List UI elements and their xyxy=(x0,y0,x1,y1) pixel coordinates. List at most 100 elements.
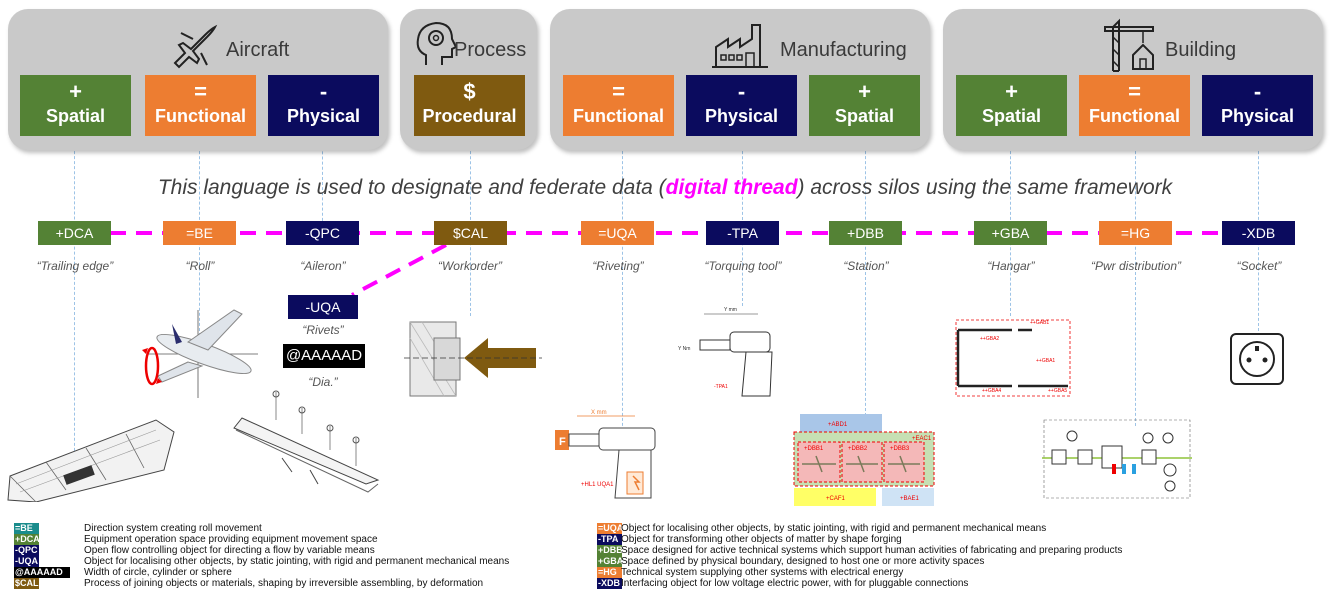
power-distribution-illustration xyxy=(1042,419,1192,499)
code-box: =UQA xyxy=(581,221,654,245)
legend-code: =HG xyxy=(597,567,622,578)
code-caption: “Rivets” xyxy=(302,323,344,337)
area-label: +DBB1 xyxy=(804,446,824,452)
tile-symbol: $ xyxy=(463,79,476,104)
tile-physical: -Physical xyxy=(686,75,797,136)
legend-description: Space designed for active technical syst… xyxy=(621,545,1123,556)
tile-spatial: +Spatial xyxy=(20,75,131,136)
tile-label: Physical xyxy=(286,106,361,126)
legend-description: Interfacing object for low voltage elect… xyxy=(621,578,969,589)
area-label: +BAE1 xyxy=(900,496,920,502)
area-label: +EAC1 xyxy=(912,436,932,442)
tile-physical: -Physical xyxy=(268,75,379,136)
legend-code: -XDB xyxy=(597,578,622,589)
guide-line xyxy=(322,136,323,226)
code-caption: “Roll” xyxy=(185,259,215,273)
tile-procedural: $Procedural xyxy=(414,75,525,136)
code-box: $CAL xyxy=(434,221,507,245)
legend-code: -UQA xyxy=(14,556,39,567)
panel-title: Process xyxy=(454,39,527,61)
aileron-illustration xyxy=(233,390,380,493)
dimension-label: Y Nm xyxy=(678,346,690,352)
legend-code: -TPA xyxy=(597,534,622,545)
guide-line xyxy=(865,136,866,416)
crane-icon xyxy=(1104,18,1154,72)
panel-title: Manufacturing xyxy=(780,39,907,61)
tile-functional: =Functional xyxy=(563,75,674,136)
legend-description: Width of circle, cylinder or sphere xyxy=(84,567,232,578)
code-caption: “Dia.” xyxy=(308,375,338,389)
tile-functional: =Functional xyxy=(1079,75,1190,136)
code-box: +GBA xyxy=(974,221,1047,245)
legend-description: Equipment operation space providing equi… xyxy=(84,534,378,545)
tile-spatial: +Spatial xyxy=(956,75,1067,136)
area-label: ++GBA4 xyxy=(982,388,1001,394)
tile-label: Procedural xyxy=(422,106,517,126)
tagline-highlight: digital thread xyxy=(665,176,798,199)
legend-description: Object for localising other objects, by … xyxy=(621,523,1047,534)
legend-description: Process of joining objects or materials,… xyxy=(84,578,484,589)
tile-symbol: + xyxy=(858,79,871,104)
tile-spatial: +Spatial xyxy=(809,75,920,136)
torquing-tool-illustration: Y mm Y Nm -TPA1 xyxy=(678,307,773,397)
socket-icon xyxy=(1230,333,1284,385)
factory-icon xyxy=(712,24,768,68)
code-caption: “Socket” xyxy=(1236,259,1282,273)
riveting-tool-illustration: X mm F +HL1 UQA1 xyxy=(555,410,656,499)
dimension-label: Y mm xyxy=(724,307,737,313)
tile-symbol: - xyxy=(1253,79,1262,104)
code-box: +DBB xyxy=(829,221,902,245)
tool-id-label: +HL1 UQA1 xyxy=(581,482,614,488)
area-label: ++GAB1 xyxy=(1030,320,1049,326)
legend-description: Space defined by physical boundary, desi… xyxy=(621,556,985,567)
legend-code: $CAL xyxy=(14,578,39,589)
code-box: -UQA xyxy=(288,295,358,319)
code-box: =BE xyxy=(163,221,236,245)
tagline-text: This language is used to designate and f… xyxy=(157,176,666,199)
code-box: +DCA xyxy=(38,221,111,245)
area-label: +CAF1 xyxy=(826,496,846,502)
tile-label: Physical xyxy=(1220,106,1295,126)
area-label: ++GBA1 xyxy=(1036,358,1055,364)
guide-line xyxy=(622,136,623,436)
panel-title: Building xyxy=(1165,39,1237,61)
code-box: =HG xyxy=(1099,221,1172,245)
code-caption: “Station” xyxy=(843,259,889,273)
code-box: -QPC xyxy=(286,221,359,245)
force-label: F xyxy=(559,436,566,448)
area-label: +ABD1 xyxy=(828,422,848,428)
code-caption: “Trailing edge” xyxy=(36,259,114,273)
legend-code: +DCA xyxy=(14,534,39,545)
legend-description: Direction system creating roll movement xyxy=(84,523,262,534)
code-caption: “Workorder” xyxy=(437,259,502,273)
code-caption: “Pwr distribution” xyxy=(1090,259,1182,273)
legend-code: =UQA xyxy=(597,523,622,534)
legend-description: Object for transforming other objects of… xyxy=(621,534,902,545)
tile-label: Spatial xyxy=(834,106,895,126)
rivet-section-illustration xyxy=(404,321,542,397)
legend-description: Object for localising other objects, by … xyxy=(84,556,510,567)
legend-code: -QPC xyxy=(14,545,39,556)
tile-functional: =Functional xyxy=(145,75,256,136)
legend-code: +GBA xyxy=(597,556,622,567)
tagline: This language is used to designate and f… xyxy=(0,176,1330,200)
station-layout-illustration: +ABD1 +EAC1 +DBB1 +DBB2 +DBB3 +CAF1 +BAE… xyxy=(793,414,935,506)
tile-label: Spatial xyxy=(45,106,106,126)
code-caption: “Hangar” xyxy=(987,259,1035,273)
area-label: +DBB3 xyxy=(890,446,910,452)
tagline-text: ) across silos using the same framework xyxy=(797,176,1173,199)
tool-id-label: -TPA1 xyxy=(714,384,728,390)
guide-line xyxy=(74,136,75,476)
tile-label: Functional xyxy=(573,106,664,126)
legend-code: +DBB xyxy=(597,545,622,556)
tile-symbol: = xyxy=(194,79,207,104)
area-label: ++GBA2 xyxy=(980,336,999,342)
tile-label: Functional xyxy=(155,106,246,126)
tile-symbol: = xyxy=(612,79,625,104)
tile-symbol: - xyxy=(737,79,746,104)
code-caption: “Aileron” xyxy=(300,259,346,273)
area-label: ++GBA5 xyxy=(1048,388,1067,394)
aircraft-roll-illustration xyxy=(142,309,258,398)
dimension-label: X mm xyxy=(591,410,607,416)
code-box: -TPA xyxy=(706,221,779,245)
